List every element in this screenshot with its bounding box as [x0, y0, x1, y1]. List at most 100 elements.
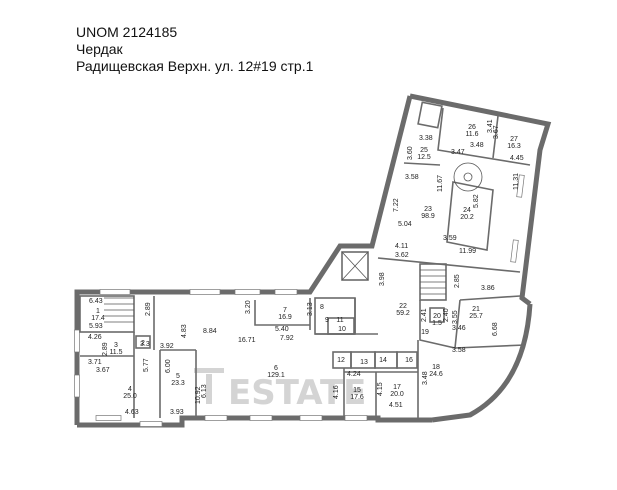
room-7-number: 7	[283, 307, 287, 314]
wall	[403, 162, 441, 166]
room-14-number: 14	[379, 357, 387, 364]
lift-cross	[341, 251, 369, 281]
dimension-label: 11.99	[459, 248, 476, 255]
spiral-stair	[453, 162, 483, 192]
window	[74, 374, 80, 398]
room-21-number: 21	[472, 306, 480, 313]
wall-north-west	[74, 95, 413, 425]
dimension-label: 3.48	[470, 142, 484, 149]
room-4-number: 4	[128, 386, 132, 393]
wall	[454, 344, 526, 349]
wall	[437, 107, 531, 166]
dimension-label: 8.84	[203, 328, 217, 335]
dimension-label: 7.22	[393, 198, 400, 212]
window	[74, 329, 80, 353]
window	[139, 421, 163, 427]
room-22-area: 59.2	[396, 310, 410, 317]
room-1-wall	[79, 295, 135, 333]
windows	[74, 174, 525, 427]
dimension-label: 3.67	[96, 367, 110, 374]
dimension-label: 3.60	[407, 146, 414, 160]
window	[299, 415, 323, 421]
room-15-area: 17.6	[350, 394, 364, 401]
dimension-label: 5.77	[143, 358, 150, 372]
room-16-wall	[396, 351, 418, 369]
dimension-label: 4.83	[181, 324, 188, 338]
room-6-number: 6	[274, 365, 278, 372]
wall	[419, 299, 461, 349]
window	[274, 289, 298, 295]
dimension-labels: 3.38 3.41 3.67 3.48 3.47 4.45 3.60 11.67…	[88, 119, 524, 416]
room-1-number: 1	[96, 308, 100, 315]
room-7-wall	[254, 300, 310, 326]
watermark-logo-stem	[206, 374, 212, 404]
room-7-area: 16.9	[278, 314, 292, 321]
room-27-number: 27	[510, 136, 518, 143]
dimension-label: 3.13	[307, 302, 314, 316]
spiral-stair-core	[463, 172, 473, 182]
address-label: Радищевская Верхн. ул. 12#19 стр.1	[76, 58, 314, 74]
shaft	[417, 101, 443, 129]
room-20-area: 1.5	[432, 320, 442, 327]
dimension-label: 5.93	[89, 323, 103, 330]
dimension-label: 3.48	[422, 371, 429, 385]
room-3-number: 3	[114, 342, 118, 349]
window	[249, 415, 273, 421]
floor-label: Чердак	[76, 41, 123, 57]
room-2-wall	[135, 335, 151, 349]
room-1-area: 17.4	[91, 315, 105, 322]
watermark-logo-bar	[194, 368, 224, 373]
dimension-label: 3.86	[481, 285, 495, 292]
room-24-number: 24	[463, 207, 471, 214]
dimension-label: 4.15	[377, 382, 384, 396]
room-26-area: 11.6	[465, 131, 478, 138]
wall	[459, 295, 521, 301]
dimension-label: 5.40	[275, 326, 289, 333]
dimension-label: 3.59	[443, 235, 457, 242]
interior-walls	[79, 101, 531, 420]
plan-header: UNOM 2124185 Чердак Радищевская Верхн. у…	[76, 24, 313, 75]
room-5-number: 5	[176, 373, 180, 380]
room-labels: 27 16.3 26 11.6 25 12.5 23 98.9 24 20.2 …	[91, 124, 521, 401]
room-21-area: 25.7	[469, 313, 483, 320]
wall	[492, 115, 499, 159]
room-24-wall	[446, 181, 494, 251]
dimension-label: 4.63	[125, 409, 139, 416]
room-4-area: 25.0	[123, 393, 137, 400]
window	[516, 174, 525, 198]
watermark-text: ESTATE	[228, 373, 366, 413]
room-26-number: 26	[468, 124, 476, 131]
room-19-number: 19	[421, 329, 429, 336]
outer-walls	[74, 93, 552, 428]
wall-curved-corner	[431, 303, 533, 423]
room-25-number: 25	[420, 147, 428, 154]
room-18-area: 24.6	[429, 371, 443, 378]
dimension-label: 3.98	[379, 272, 386, 286]
room-8-number: 8	[320, 304, 324, 311]
room-11-number: 11	[336, 317, 343, 324]
room-13-number: 13	[360, 359, 368, 366]
dimension-label: 3.67	[493, 125, 500, 139]
dimension-label: 4.16	[333, 385, 340, 399]
dimension-label: 2.41	[421, 308, 428, 322]
dimension-label: 3.46	[452, 325, 466, 332]
dimension-label: 3.3	[140, 341, 150, 348]
dimension-label: 2.89	[145, 302, 152, 316]
room-20-wall	[429, 307, 445, 323]
dimension-label: 10.92	[195, 386, 202, 404]
window	[99, 289, 131, 295]
room-17-number: 17	[393, 384, 401, 391]
window	[204, 415, 228, 421]
dimension-label: 4.24	[347, 371, 361, 378]
room-18-number: 18	[432, 364, 440, 371]
dimension-label: 4.11	[395, 243, 408, 250]
dimension-label: 6.68	[492, 322, 499, 336]
window	[189, 289, 221, 295]
room-3-area: 11.5	[109, 349, 122, 356]
dimension-label: 4.45	[510, 155, 524, 162]
room-16-number: 16	[405, 357, 413, 364]
dimension-label: 3.92	[160, 343, 174, 350]
wall-south	[77, 415, 432, 428]
dimension-label: 4.51	[389, 402, 403, 409]
